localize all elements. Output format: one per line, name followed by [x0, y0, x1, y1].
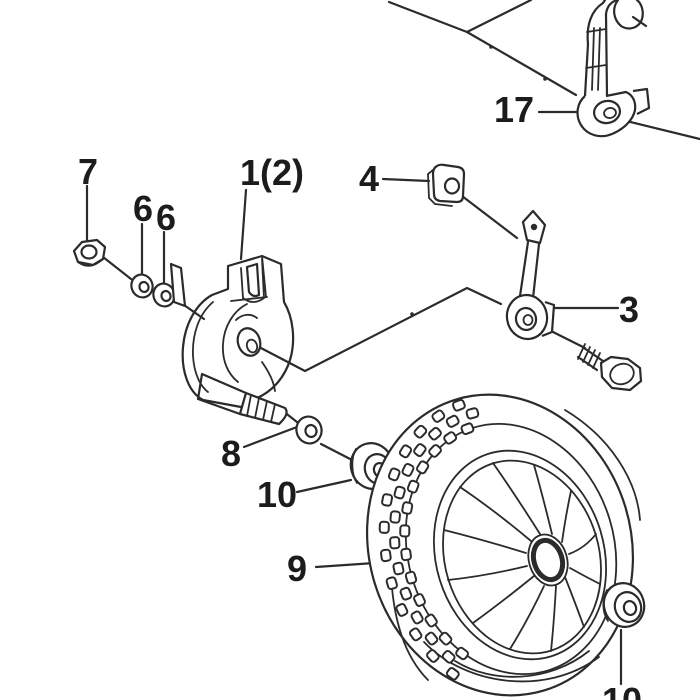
part-4-clip	[427, 163, 466, 207]
thread-hatches	[246, 394, 276, 423]
bolt-thread-hatches	[577, 343, 601, 369]
label-8: 8	[221, 433, 241, 474]
label-4: 4	[359, 158, 379, 199]
part-9-wheel	[365, 393, 641, 697]
part-7-nut	[72, 238, 107, 267]
label-17: 17	[494, 89, 534, 130]
sidewall-contours	[391, 409, 641, 683]
part-10-cap	[602, 582, 646, 628]
part-labels: 7 6 6 1(2) 4 17 3 8 10 9 10	[78, 89, 642, 700]
part-1-2-highlighted-bracket	[169, 254, 295, 426]
label-9: 9	[287, 548, 307, 589]
hub-spokes	[443, 462, 601, 652]
body-contours	[192, 301, 276, 393]
label-7: 7	[78, 151, 98, 192]
label-10-partial: 10	[602, 680, 642, 700]
part-3-lever	[505, 209, 556, 341]
axle-boss	[196, 372, 248, 416]
rim-ring-outer	[432, 449, 608, 661]
part-8-washer	[295, 415, 323, 445]
part-6-washers	[130, 273, 176, 308]
part-17-lever	[576, 0, 651, 138]
label-6a: 6	[133, 188, 153, 229]
label-10: 10	[257, 474, 297, 515]
label-3: 3	[619, 289, 639, 330]
label-6b: 6	[156, 197, 176, 238]
hub-bore-outer	[527, 533, 569, 587]
pivot-bolt	[576, 343, 643, 392]
label-1-2: 1(2)	[240, 152, 304, 193]
axle-threaded-tip	[238, 391, 288, 426]
tire-tread-knobs	[378, 398, 480, 681]
